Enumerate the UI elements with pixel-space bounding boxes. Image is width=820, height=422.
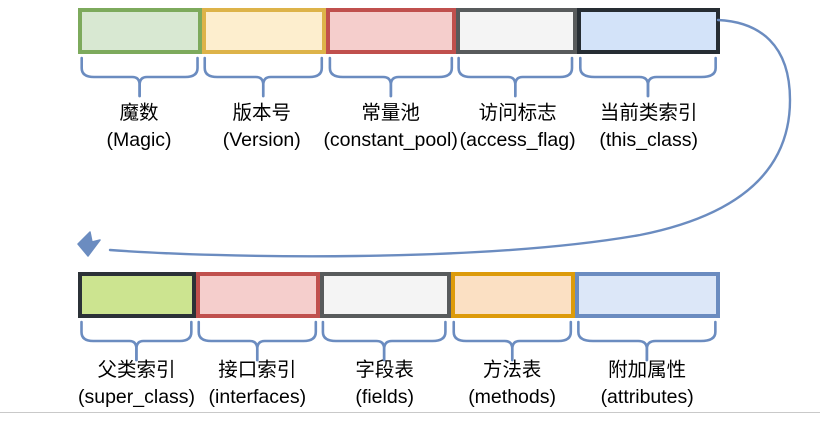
segment-interfaces-label-en: (interfaces) [208,386,307,408]
class-file-header-row [78,8,720,54]
segment-fields [320,272,451,318]
segment-access-flag-label: 访问标志 (access_flag) [458,100,578,154]
segment-constant-pool [326,8,456,54]
segment-constant-pool-label-cn: 常量池 [361,102,420,124]
segment-version-label-cn: 版本号 [232,102,292,124]
segment-access-flag-brace [455,56,576,98]
segment-super-class-label-cn: 父类索引 [97,359,176,381]
segment-methods-label-cn: 方法表 [482,359,542,381]
segment-this-class-label-cn: 当前类索引 [599,102,698,124]
segment-magic-label: 魔数 (Magic) [78,100,200,154]
segment-access-flag-label-en: (access_flag) [459,129,576,151]
segment-magic-label-en: (Magic) [106,129,172,151]
body-brace-group [78,320,720,362]
segment-methods-label-en: (methods) [468,386,556,408]
segment-super-class [78,272,196,318]
segment-this-class [577,8,720,54]
segment-constant-pool-label-en: (constant_pool) [323,129,458,151]
header-brace-group [78,56,720,98]
segment-interfaces-brace [195,320,320,362]
segment-methods [450,272,576,318]
segment-super-class-label-en: (super_class) [78,386,196,408]
segment-version [201,8,327,54]
header-label-group: 魔数(Magic)版本号(Version)常量池(constant_pool)访… [78,100,720,154]
segment-attributes-brace [574,320,720,362]
segment-magic [78,8,202,54]
segment-magic-label-cn: 魔数 [119,102,159,124]
body-label-group: 父类索引 (super_class) 接口索引 (interfaces) 字段表 (fie… [78,357,720,411]
segment-this-class-label-en: (this_class) [599,129,698,151]
segment-interfaces-label: 接口索引 (interfaces) [195,357,320,411]
segment-version-label: 版本号 (Version) [200,100,323,154]
segment-fields-label: 字段表 (fields) [320,357,450,411]
segment-attributes [575,272,720,318]
segment-this-class-brace [576,56,720,98]
frame-bottom-strip [0,413,820,422]
segment-interfaces-label-cn: 接口索引 [218,359,297,381]
segment-super-class-label: 父类索引 (super_class) [78,357,195,411]
segment-methods-label: 方法表 (methods) [450,357,575,411]
segment-version-brace [201,56,326,98]
segment-access-flag-label-cn: 访问标志 [478,102,557,124]
frame-bottom-rule [0,412,820,413]
segment-magic-brace [78,56,201,98]
segment-constant-pool-label: 常量池 (constant_pool) [323,100,457,154]
segment-super-class-brace [78,320,195,362]
segment-this-class-label: 当前类索引 (this_class) [577,100,720,154]
segment-interfaces [195,272,321,318]
segment-constant-pool-brace [326,56,456,98]
segment-methods-brace [450,320,575,362]
segment-attributes-label: 附加属性 (attributes) [574,357,720,411]
class-file-body-row [78,272,720,318]
segment-version-label-en: (Version) [222,129,301,151]
segment-attributes-label-en: (attributes) [600,386,694,408]
segment-fields-brace [319,320,449,362]
segment-fields-label-en: (fields) [355,386,414,408]
segment-attributes-label-cn: 附加属性 [608,359,687,381]
segment-access-flag [455,8,577,54]
segment-fields-label-cn: 字段表 [355,359,414,381]
